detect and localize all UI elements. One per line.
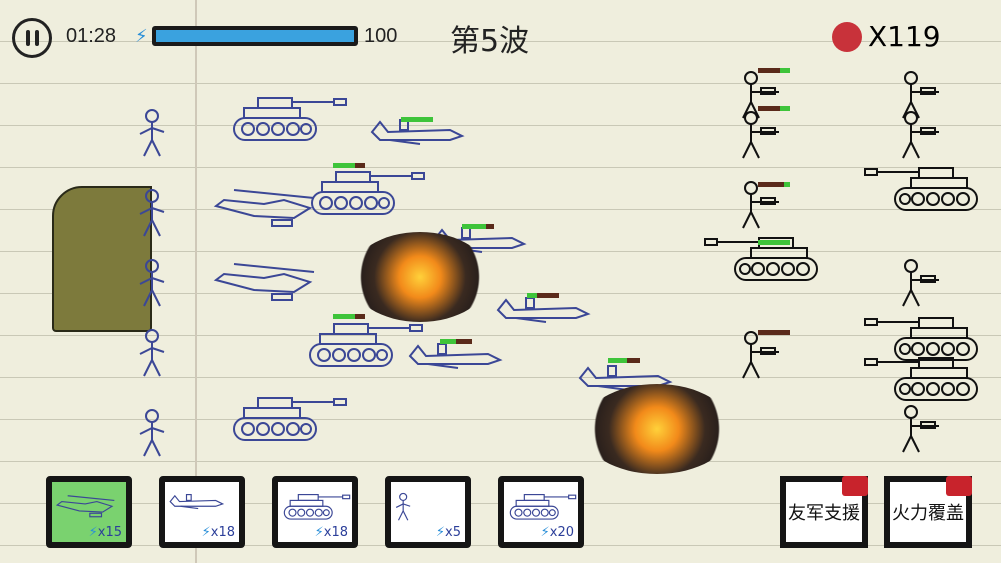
- energy-icon: ⚡: [201, 525, 211, 540]
- health-bar: [758, 240, 790, 245]
- pause-icon: [25, 30, 30, 46]
- soldier: [139, 109, 165, 157]
- tank: [233, 397, 347, 441]
- unit-card-helicopter[interactable]: ⚡x15: [46, 476, 132, 548]
- energy-icon: ⚡: [88, 525, 98, 540]
- soldier: [139, 409, 165, 457]
- cost-value: x20: [549, 525, 574, 540]
- ally-support-button[interactable]: 友军支援: [780, 476, 868, 548]
- soldier: [139, 189, 165, 237]
- unit-cost: ⚡x15: [89, 525, 122, 540]
- unit-card-flamethrower-soldier[interactable]: ⚡x5: [385, 476, 471, 548]
- tank: [233, 97, 347, 141]
- health-bar: [758, 106, 790, 111]
- cost-value: x18: [323, 525, 348, 540]
- unit-card-tank[interactable]: ⚡x18: [272, 476, 358, 548]
- fire-cover-button[interactable]: 火力覆盖: [884, 476, 972, 548]
- health-bar: [333, 314, 365, 319]
- player-base-tent: [52, 186, 152, 332]
- energy-icon: ⚡: [435, 525, 446, 540]
- health-bar: [462, 224, 494, 229]
- cost-value: x18: [210, 525, 235, 540]
- unit-cost: ⚡x18: [202, 525, 235, 540]
- pause-icon-bar: [34, 30, 39, 46]
- bomber-plane: [371, 119, 463, 145]
- health-bar: [333, 163, 365, 168]
- flamethrower-soldier-icon: [395, 492, 411, 521]
- pause-button[interactable]: [12, 18, 52, 58]
- energy-icon: ⚡: [314, 525, 324, 540]
- energy-bar-fill: [156, 30, 354, 42]
- energy-bar: [152, 26, 358, 46]
- tank: [311, 171, 425, 215]
- soldier: [139, 329, 165, 377]
- tank: [309, 323, 423, 367]
- bomber-plane: [497, 297, 589, 323]
- unit-card-bomber-plane[interactable]: ⚡x18: [159, 476, 245, 548]
- health-bar: [440, 339, 472, 344]
- kill-count: X119: [868, 20, 941, 53]
- skull-icon: [832, 22, 862, 52]
- fire-cover-label: 火力覆盖: [892, 503, 964, 524]
- bomber-plane: [409, 343, 501, 369]
- cost-value: x15: [97, 525, 122, 540]
- health-bar: [527, 293, 559, 298]
- timer: 01:28: [66, 25, 117, 47]
- health-bar: [758, 330, 790, 335]
- video-ad-icon: [946, 476, 972, 496]
- rocket-launcher-truck-icon: [509, 494, 577, 520]
- ally-support-label: 友军支援: [788, 503, 860, 524]
- notebook-margin-line: [195, 0, 197, 563]
- health-bar: [608, 358, 640, 363]
- soldier: [139, 259, 165, 307]
- energy-value: 100: [364, 25, 398, 47]
- helicopter-icon: [56, 495, 115, 518]
- video-ad-icon: [842, 476, 868, 496]
- enemy-units: [704, 71, 978, 453]
- health-bar: [401, 117, 433, 122]
- wave-label: 第5波: [450, 24, 530, 59]
- health-bar: [758, 182, 790, 187]
- unit-cost: ⚡x5: [436, 525, 461, 540]
- energy-icon: ⚡: [540, 525, 550, 540]
- bomber-plane-icon: [169, 494, 224, 510]
- unit-card-rocket-launcher-truck[interactable]: ⚡x20: [498, 476, 584, 548]
- explosion: [350, 232, 490, 322]
- cost-value: x5: [445, 525, 461, 540]
- energy-icon: ⚡: [135, 26, 148, 47]
- unit-cost: ⚡x18: [315, 525, 348, 540]
- helicopter: [215, 189, 315, 227]
- battlefield: [139, 71, 978, 457]
- explosion: [582, 384, 732, 474]
- health-bar: [758, 68, 790, 73]
- tank-icon: [283, 494, 351, 520]
- helicopter: [215, 263, 315, 301]
- unit-cost: ⚡x20: [541, 525, 574, 540]
